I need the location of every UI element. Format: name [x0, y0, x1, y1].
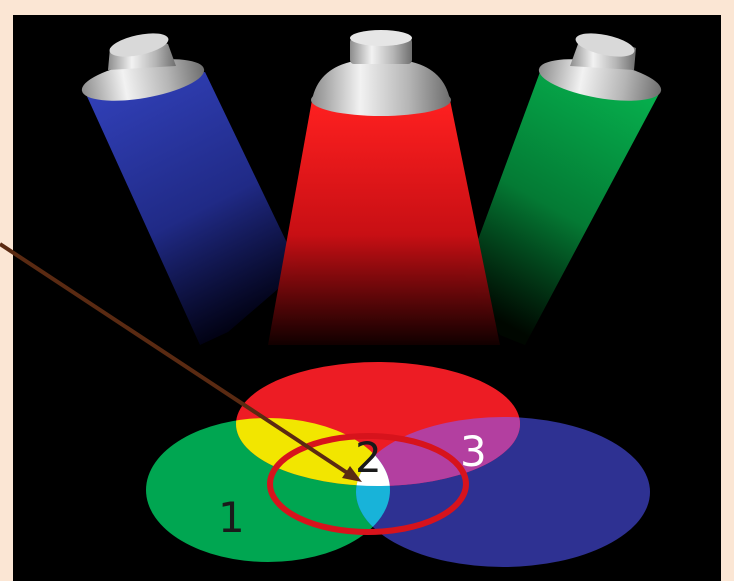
- red-lamp-cap: [350, 30, 412, 46]
- region-label-3: 3: [460, 427, 487, 476]
- region-label-1: 1: [218, 493, 245, 542]
- region-label-2: 2: [355, 433, 382, 482]
